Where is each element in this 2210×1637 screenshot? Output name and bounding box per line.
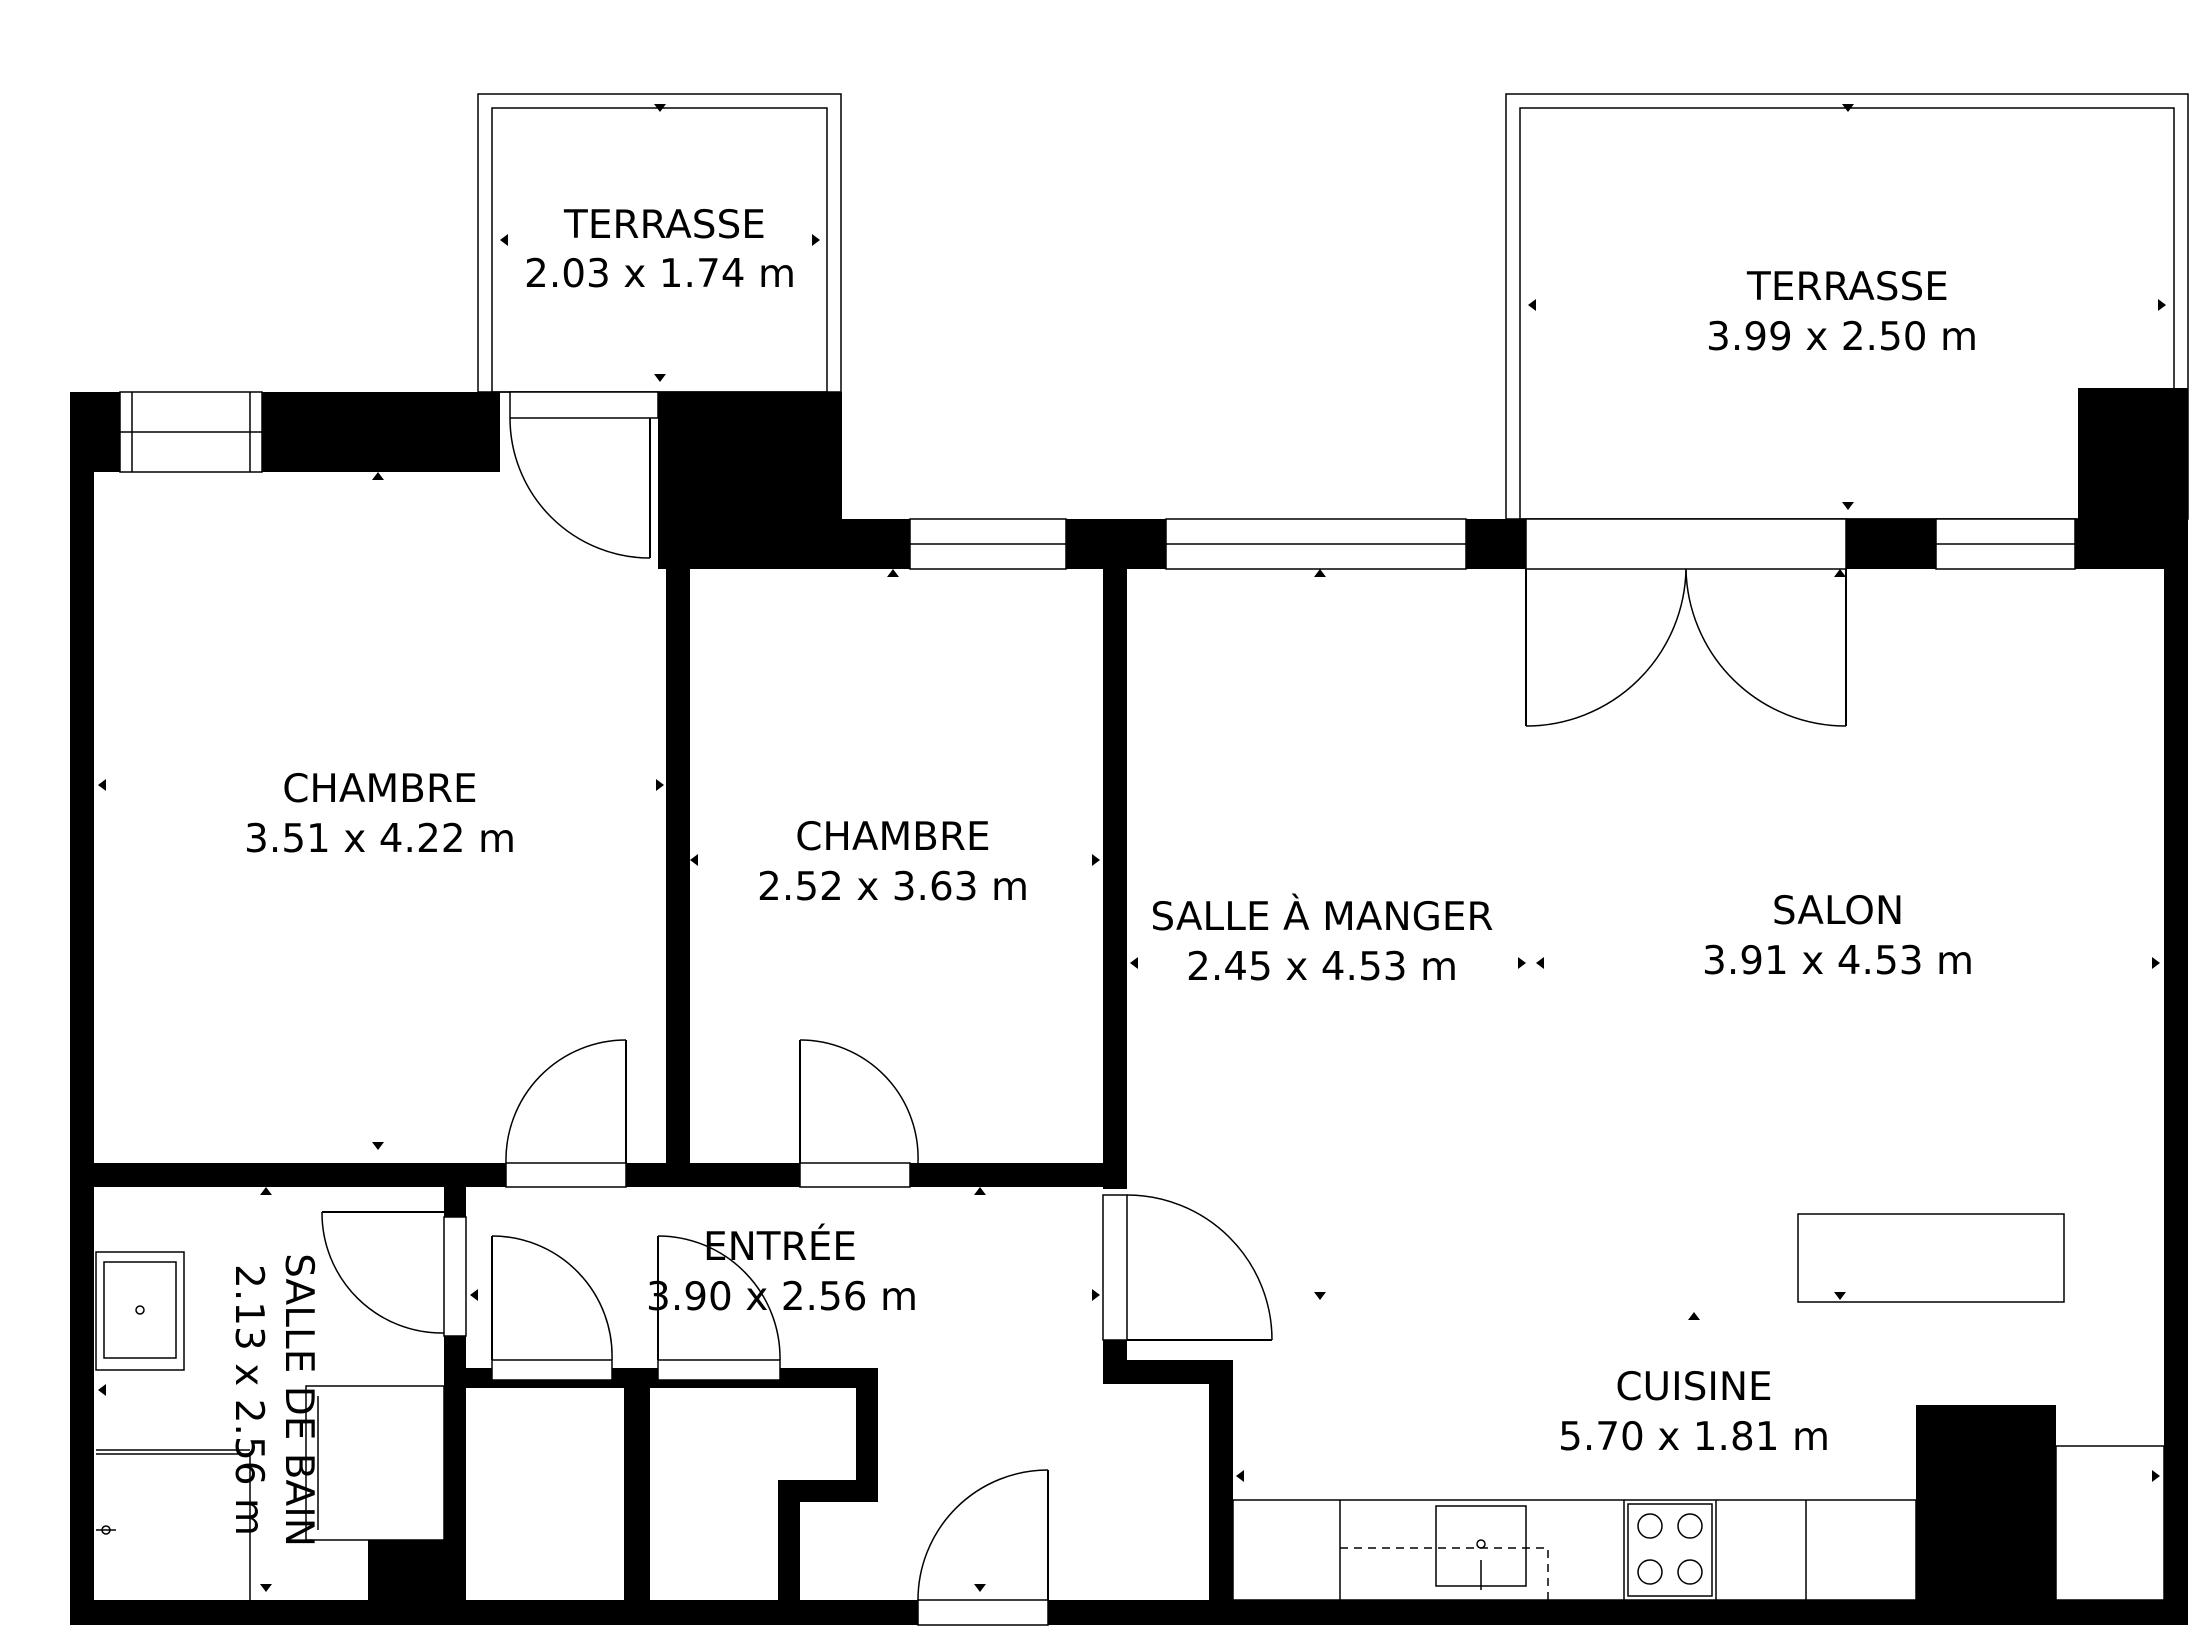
room-dimensions: 3.51 x 4.22 m	[244, 817, 516, 862]
room-label-terrasse-small: TERRASSE 2.03 x 1.74 m	[524, 203, 796, 297]
room-name: TERRASSE	[563, 203, 766, 248]
doors	[321, 391, 1847, 1626]
room-name: ENTRÉE	[703, 1223, 857, 1270]
room-label-salle-a-manger: SALLE À MANGER 2.45 x 4.53 m	[1150, 893, 1493, 990]
room-dimensions: 2.52 x 3.63 m	[757, 865, 1029, 910]
room-name: SALON	[1772, 889, 1904, 934]
dimension-markers	[98, 104, 2166, 1592]
bathroom-fixtures	[95, 1251, 445, 1600]
room-label-salon: SALON 3.91 x 4.53 m	[1702, 889, 1974, 984]
room-dimensions: 3.99 x 2.50 m	[1706, 315, 1978, 360]
windows	[119, 391, 2076, 570]
room-label-salle-de-bain: SALLE DE BAIN 2.13 x 2.56 m	[226, 1253, 321, 1547]
room-name: CHAMBRE	[282, 767, 477, 812]
room-dimensions: 5.70 x 1.81 m	[1558, 1415, 1830, 1460]
room-dimensions: 3.90 x 2.56 m	[646, 1275, 918, 1320]
room-label-chambre-2: CHAMBRE 2.52 x 3.63 m	[757, 815, 1029, 910]
room-dimensions: 3.91 x 4.53 m	[1702, 939, 1974, 984]
room-name: CUISINE	[1615, 1365, 1772, 1410]
room-name: CHAMBRE	[795, 815, 990, 860]
room-name: SALLE DE BAIN	[276, 1253, 321, 1547]
room-dimensions: 2.45 x 4.53 m	[1186, 945, 1458, 990]
room-label-cuisine: CUISINE 5.70 x 1.81 m	[1558, 1365, 1830, 1460]
room-label-entree: ENTRÉE 3.90 x 2.56 m	[646, 1223, 918, 1320]
walls	[70, 388, 2188, 1625]
kitchen-fixtures	[1232, 1213, 2165, 1601]
room-dimensions: 2.03 x 1.74 m	[524, 252, 796, 297]
room-name: SALLE À MANGER	[1150, 893, 1493, 940]
room-label-chambre-1: CHAMBRE 3.51 x 4.22 m	[244, 767, 516, 862]
room-dimensions: 2.13 x 2.56 m	[226, 1264, 271, 1536]
room-label-terrasse-large: TERRASSE 3.99 x 2.50 m	[1706, 265, 1978, 360]
room-name: TERRASSE	[1746, 265, 1949, 310]
